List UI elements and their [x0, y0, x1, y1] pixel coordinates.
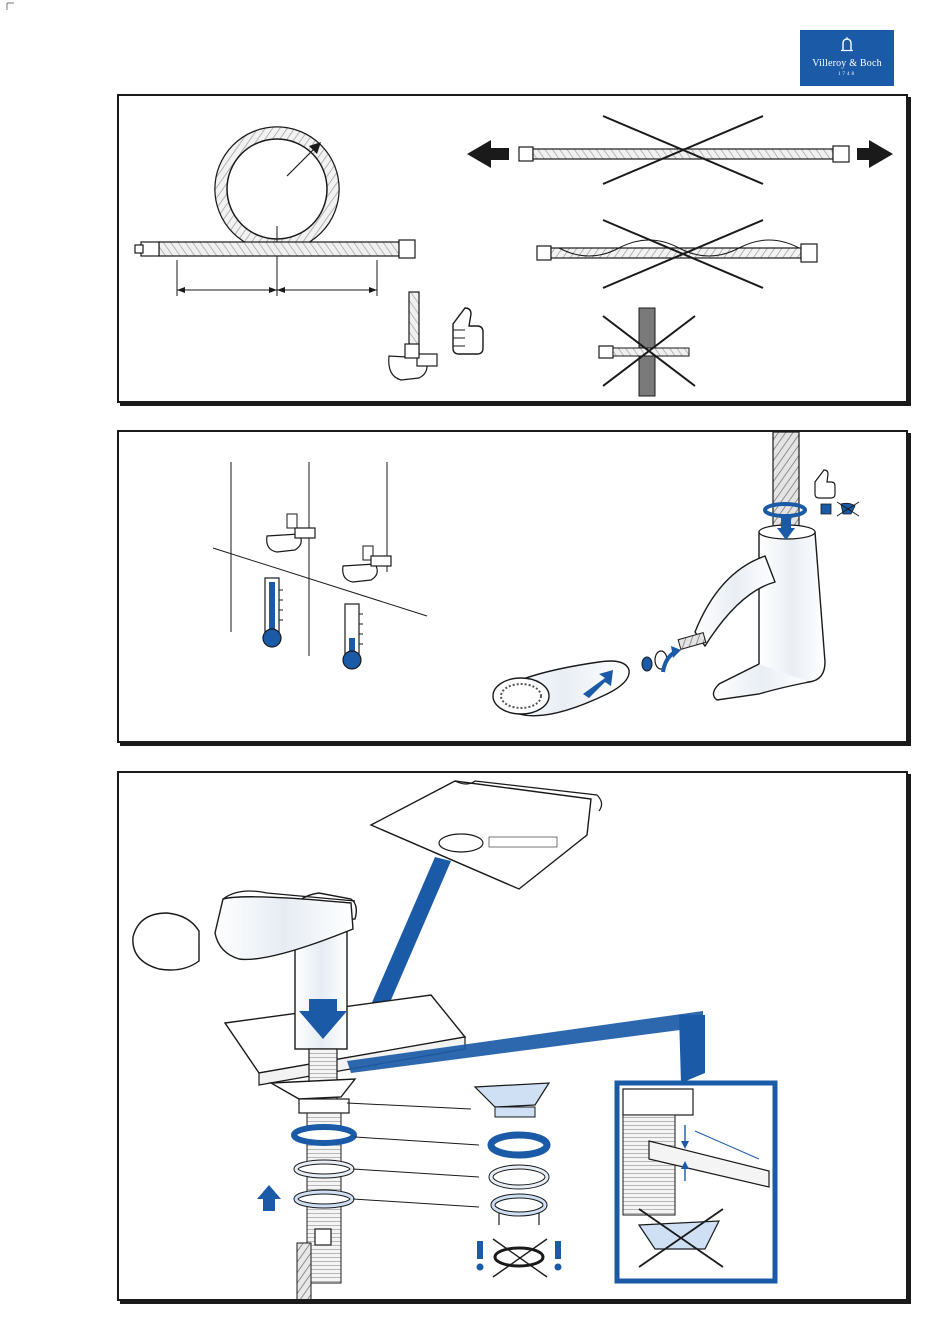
- exploded-parts: [475, 1083, 549, 1225]
- angle-valve-icon: [389, 292, 437, 380]
- clamped-hose-icon: [599, 308, 695, 396]
- panel-connection-and-spray: [117, 430, 908, 743]
- angle-valve-icon: [267, 514, 391, 582]
- thumbs-up-icon: [453, 308, 483, 354]
- template-sheet-icon: [357, 781, 602, 1037]
- coiled-hose-icon: [135, 127, 415, 296]
- logo-year: 1748: [800, 72, 894, 77]
- logo-brand: Villeroy & Boch: [800, 58, 894, 69]
- faucet-icon: [695, 432, 825, 700]
- faucet-icon: [133, 891, 356, 1109]
- cold-thermometer-icon: [343, 604, 363, 669]
- twisted-hose-icon: [537, 220, 817, 288]
- spray-head-icon: [493, 633, 706, 716]
- thumbs-up-icon: [815, 470, 859, 516]
- wall-diagram: [213, 462, 427, 656]
- detail-inset: [617, 1083, 775, 1281]
- warning-icon: [477, 1239, 562, 1277]
- panel-hose-handling: [117, 94, 908, 403]
- panel-mounting: [117, 771, 908, 1301]
- villeroy-boch-logo: Villeroy & Boch 1748: [800, 30, 894, 86]
- up-arrow-icon: [257, 1185, 281, 1211]
- corner-mark-icon: [6, 2, 20, 12]
- hot-thermometer-icon: [263, 578, 283, 647]
- logo-emblem-icon: [838, 36, 856, 52]
- washer-icon: [271, 1079, 355, 1301]
- leader-lines: [347, 1103, 479, 1207]
- stretched-hose-icon: [467, 116, 893, 184]
